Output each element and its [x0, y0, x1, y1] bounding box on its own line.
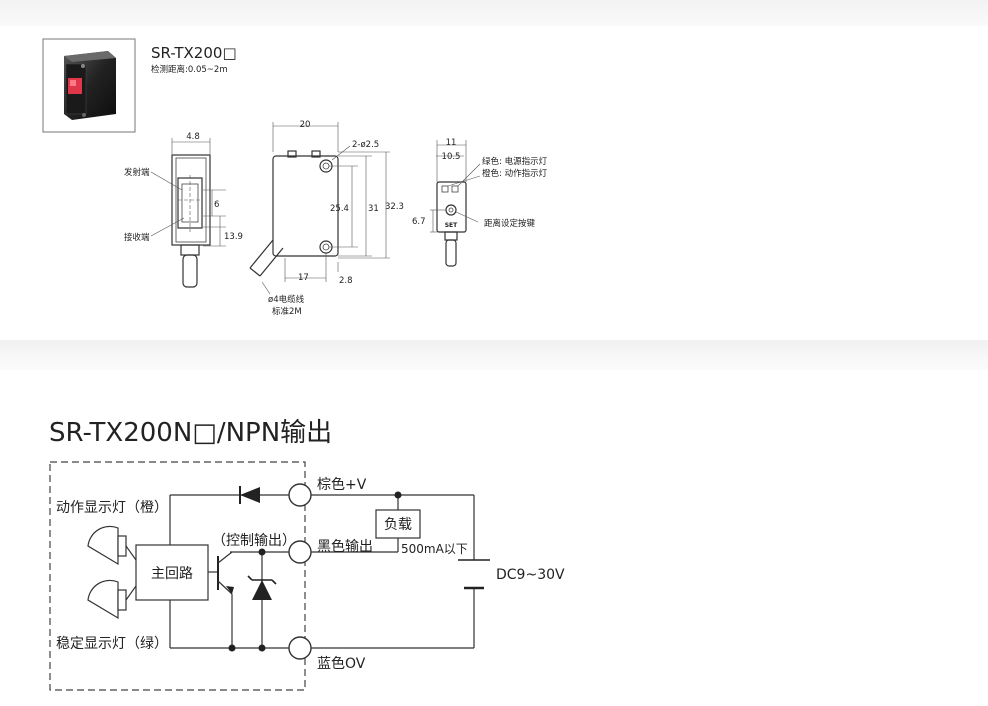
dim-front-hole: 2-ø2.5: [352, 140, 379, 150]
product-distance: 检测距离:0.05~2m: [151, 64, 228, 75]
label-main-circuit: 主回路: [151, 566, 193, 582]
label-load-current: 500mA以下: [401, 542, 468, 556]
label-supply: DC9~30V: [496, 567, 565, 583]
circuit-wiring: [169, 486, 490, 652]
sensor-boundary: [49, 461, 306, 691]
top-band: [0, 0, 988, 26]
cable-length: 标准2M: [272, 306, 302, 317]
main-circuit-box: [135, 544, 209, 601]
terminal-black: [288, 540, 312, 564]
dim-front-25-4: 25.4: [330, 204, 349, 214]
label-terminal-blue: 蓝色OV: [317, 655, 366, 672]
label-receive-end: 接收端: [124, 232, 150, 243]
side-view-drawing: [150, 138, 226, 288]
label-stable-lamp: 稳定显示灯（绿）: [56, 636, 168, 652]
dim-front-32-3: 32.3: [385, 202, 404, 212]
back-view-drawing: [430, 140, 481, 267]
label-control-output: （控制输出）: [212, 533, 296, 549]
dim-side-4-8: 4.8: [186, 132, 200, 142]
dim-front-31: 31: [368, 204, 379, 214]
dim-back-10-5: 10.5: [442, 152, 461, 162]
label-orange-lamp: 橙色: 动作指示灯: [482, 168, 548, 179]
terminal-brown: [288, 483, 312, 507]
label-set-button: 距离设定按键: [484, 218, 536, 229]
dim-front-20: 20: [300, 120, 311, 130]
dim-front-17: 17: [298, 273, 309, 283]
label-green-lamp: 绿色: 电源指示灯: [482, 156, 548, 167]
front-view-drawing: [249, 122, 390, 295]
load-box: [375, 509, 421, 539]
dim-back-11: 11: [446, 138, 457, 148]
dim-side-13-9: 13.9: [224, 232, 243, 242]
terminal-blue: [288, 636, 312, 660]
cable-spec: ø4电缆线: [268, 294, 305, 305]
product-model: SR-TX200□: [151, 44, 237, 62]
set-text: SET: [445, 222, 458, 229]
product-photo: [42, 38, 136, 133]
circuit-title: SR-TX200N□/NPN输出: [49, 418, 332, 448]
label-terminal-brown: 棕色+V: [317, 476, 367, 493]
dim-front-2-8: 2.8: [339, 276, 353, 286]
dim-side-6: 6: [214, 200, 219, 210]
label-action-lamp: 动作显示灯（橙）: [56, 500, 168, 516]
stable-lamp-icon: [87, 579, 137, 620]
label-load: 负载: [384, 517, 412, 533]
dim-back-6-7: 6.7: [412, 217, 426, 227]
section-divider-band: [0, 340, 988, 370]
label-emit-end: 发射端: [124, 167, 150, 178]
action-lamp-icon: [87, 525, 137, 566]
label-terminal-black: 黑色输出: [317, 538, 373, 555]
